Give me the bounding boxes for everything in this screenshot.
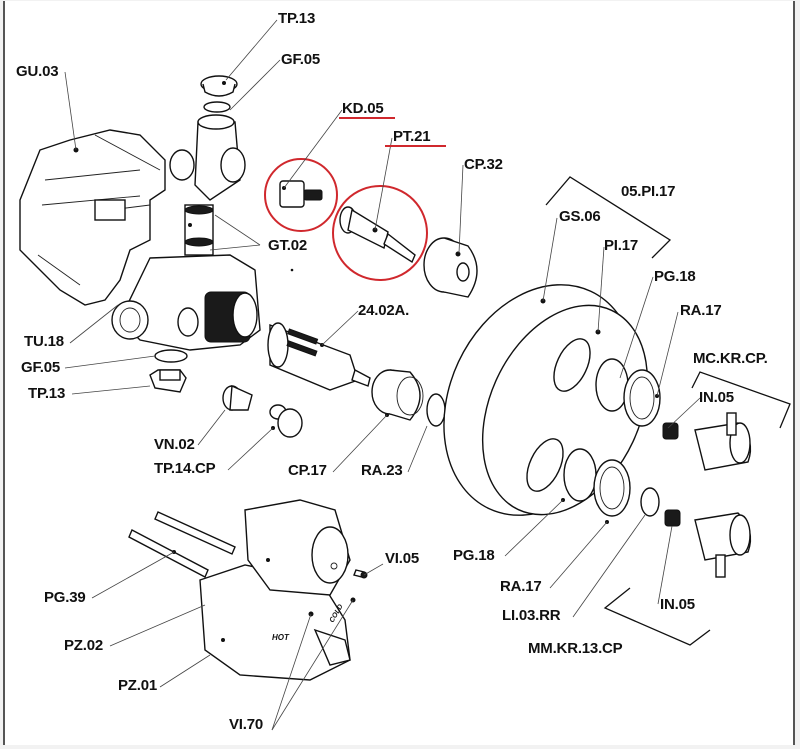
part-tp14cp (269, 404, 303, 438)
highlight-circle-pt21 (332, 185, 428, 281)
label-in05-top: IN.05 (699, 389, 734, 406)
label-tu18: TU.18 (24, 333, 64, 350)
label-pg18-bottom: PG.18 (453, 547, 495, 564)
label-pg39: PG.39 (44, 589, 86, 606)
leader-lines (64, 19, 701, 731)
label-group-05pi17: 05.PI.17 (621, 183, 676, 200)
label-pz01: PZ.01 (118, 677, 158, 694)
part-pg18-ra17-top (595, 358, 661, 427)
part-tp13-bottom-plug (149, 369, 187, 393)
label-pg18-top: PG.18 (654, 268, 696, 285)
label-gf05-top: GF.05 (281, 51, 321, 68)
part-pg39-rods (128, 511, 236, 578)
label-cp17: CP.17 (288, 462, 327, 479)
part-vi05-screw (353, 569, 368, 579)
part-tu18-valve-body (111, 254, 261, 351)
part-gf05-bottom-gasket (154, 349, 188, 363)
part-handle-top (694, 412, 752, 471)
part-tee-connector (169, 114, 246, 201)
label-tp13-bottom: TP.13 (28, 385, 66, 402)
part-cp17-ring (371, 369, 424, 421)
part-cp32-cap (423, 237, 478, 298)
part-handle-bottom (694, 512, 752, 578)
part-cartridge-2402a (267, 322, 371, 391)
bracket-mckrcp (691, 371, 791, 429)
part-gu03-housing (19, 129, 166, 306)
label-gt02: GT.02 (268, 237, 308, 254)
label-li03rr: LI.03.RR (502, 607, 561, 624)
label-group-mmkr13cp: MM.KR.13.CP (528, 640, 623, 657)
label-tp14cp: TP.14.CP (154, 460, 216, 477)
part-in05-bottom (664, 509, 681, 527)
part-gf05-top-gasket (203, 101, 231, 113)
label-vn02: VN.02 (154, 436, 195, 453)
part-pz01-pz02-thermostat-body: HOT COLD (199, 499, 356, 681)
part-pt21-highlighted (332, 185, 428, 281)
part-gt02-stack (184, 204, 214, 256)
label-ra17-bottom: RA.17 (500, 578, 542, 595)
label-pt21: PT.21 (393, 128, 431, 145)
label-vi05: VI.05 (385, 550, 420, 567)
label-pi17: PI.17 (604, 237, 639, 254)
label-vi70: VI.70 (229, 716, 264, 733)
label-tp13-top: TP.13 (278, 10, 316, 27)
stray-dot (290, 268, 294, 272)
label-cartridge-2402a: 24.02A. (358, 302, 410, 319)
part-in05-top (662, 422, 679, 440)
label-ra23: RA.23 (361, 462, 403, 479)
bracket-05pi17 (545, 176, 672, 259)
part-tp13-top-plug (200, 75, 238, 97)
label-gf05-bottom: GF.05 (21, 359, 61, 376)
label-pz02: PZ.02 (64, 637, 104, 654)
part-ra23-ring (426, 393, 446, 427)
highlight-circle-kd05 (264, 158, 338, 232)
bracket-mmkr13cp (603, 587, 711, 646)
marking-hot: HOT (272, 633, 290, 642)
label-gu03: GU.03 (16, 63, 59, 80)
label-ra17-top: RA.17 (680, 302, 722, 319)
part-pg18-ra17-li03-bottom (561, 448, 660, 524)
part-kd05-highlighted (264, 158, 338, 232)
label-in05-bottom: IN.05 (660, 596, 695, 613)
label-group-mckrcp: MC.KR.CP. (693, 350, 768, 367)
label-cp32: CP.32 (464, 156, 503, 173)
label-kd05: KD.05 (342, 100, 384, 117)
label-gs06: GS.06 (559, 208, 601, 225)
part-vn02 (222, 384, 253, 411)
